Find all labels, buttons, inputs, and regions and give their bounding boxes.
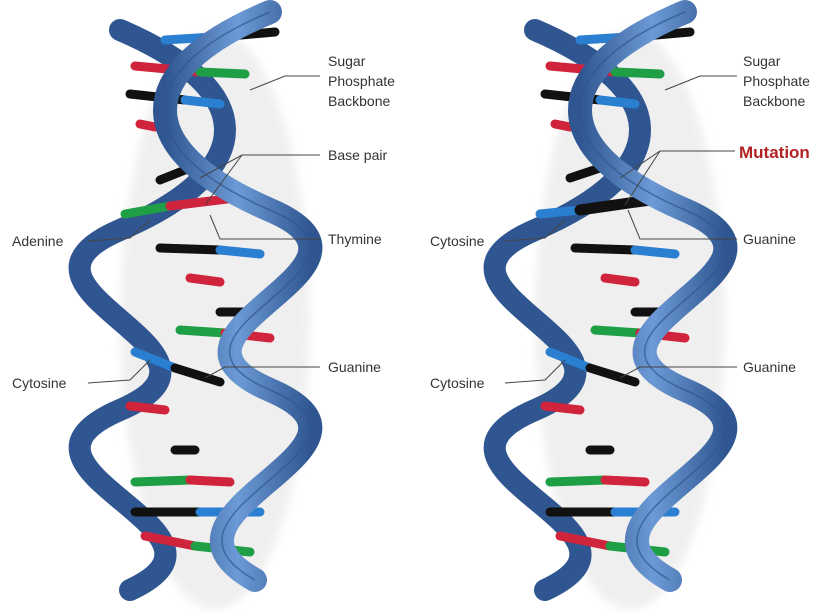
- label-cytosine-bottom: Cytosine: [430, 375, 485, 391]
- label-cytosine-left: Cytosine: [12, 375, 67, 391]
- label-cytosine-top: Cytosine: [430, 233, 485, 249]
- label-backbone-3: Backbone: [328, 93, 390, 109]
- label-backbone-1: Sugar: [328, 53, 366, 69]
- label-guanine-left: Guanine: [328, 359, 381, 375]
- label-mutation: Mutation: [739, 143, 810, 162]
- left-helix: [80, 12, 311, 610]
- right-helix: [495, 12, 726, 610]
- label-guanine-bottom: Guanine: [743, 359, 796, 375]
- label-thymine: Thymine: [328, 231, 382, 247]
- label-backbone-3: Backbone: [743, 93, 805, 109]
- label-backbone-2: Phosphate: [328, 73, 395, 89]
- label-adenine: Adenine: [12, 233, 64, 249]
- label-base-pair: Base pair: [328, 147, 387, 163]
- label-backbone-2: Phosphate: [743, 73, 810, 89]
- label-guanine-top: Guanine: [743, 231, 796, 247]
- label-backbone-1: Sugar: [743, 53, 781, 69]
